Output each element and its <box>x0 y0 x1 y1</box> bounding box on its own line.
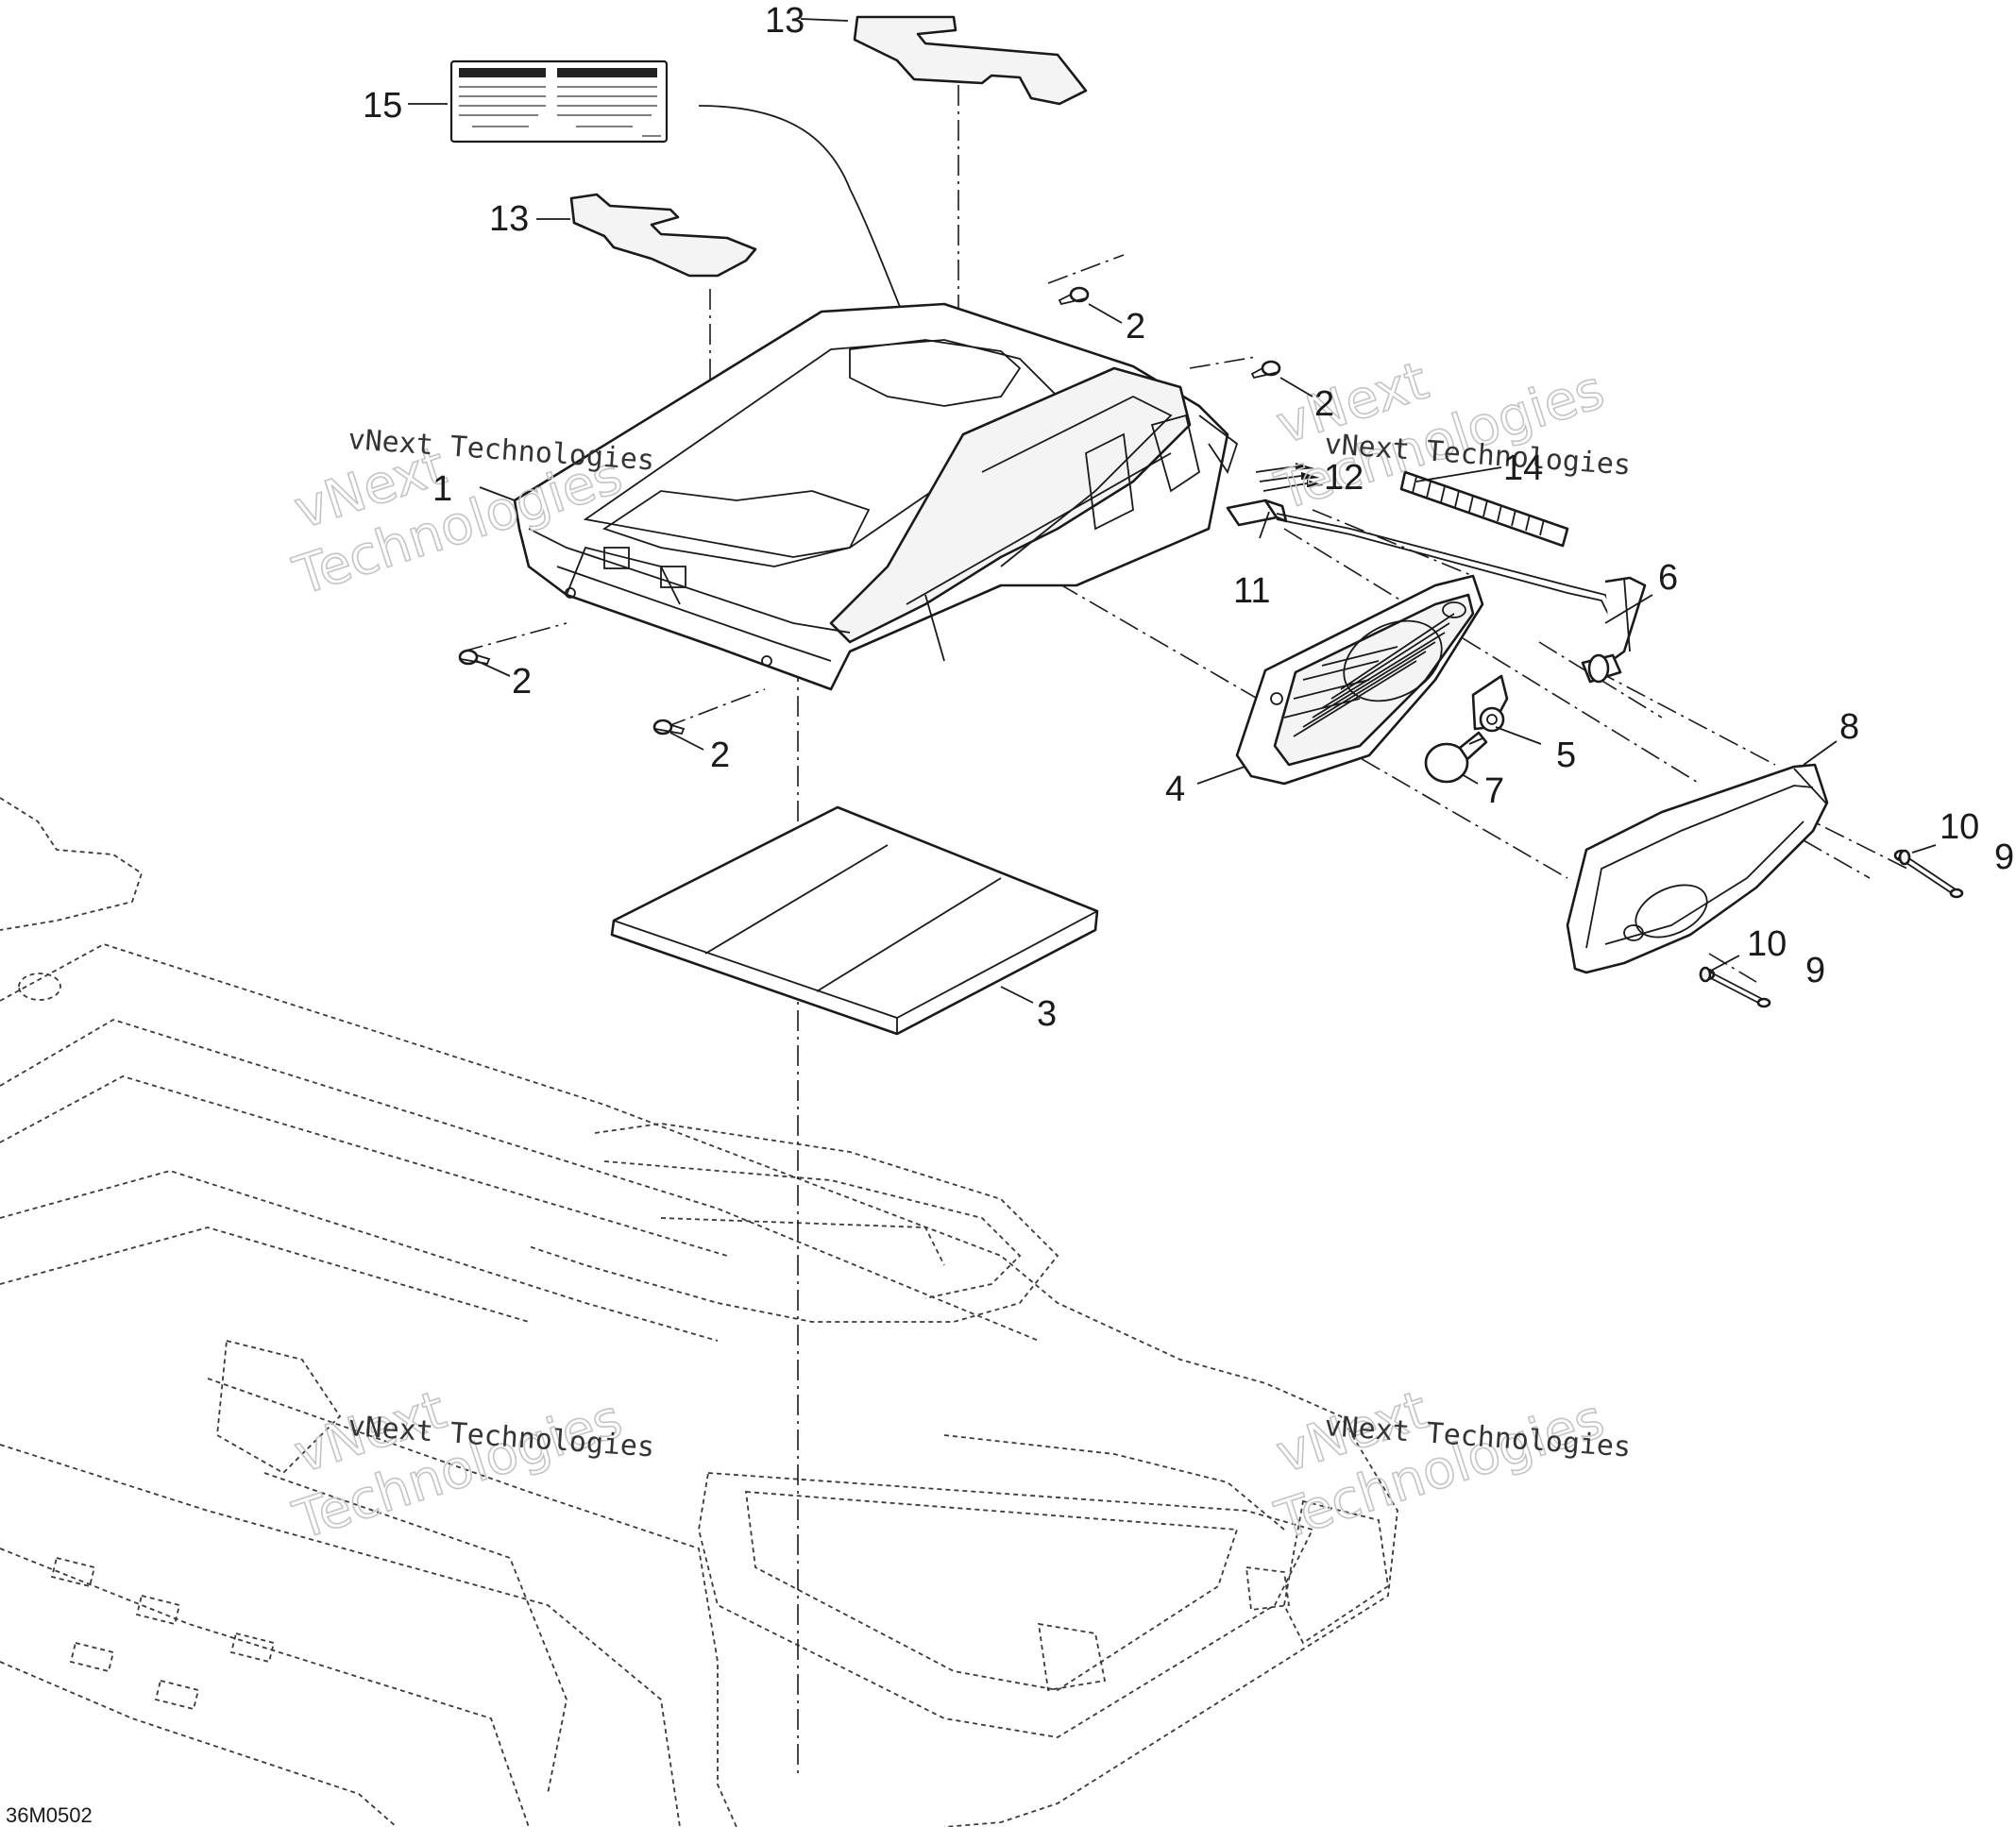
callout-3: 3 <box>1037 994 1057 1034</box>
callout-2-top-2: 2 <box>1314 384 1334 424</box>
callout-15: 15 <box>363 86 402 126</box>
warning-label-decal <box>449 59 669 144</box>
callout-10-upper: 10 <box>1940 807 1979 847</box>
callout-8: 8 <box>1839 707 1859 747</box>
light-wire-harness <box>1581 576 1647 684</box>
luggage-rack-body <box>513 302 1239 691</box>
lens-washer-upper <box>1898 849 1911 866</box>
callout-11: 11 <box>1233 571 1270 611</box>
callout-6: 6 <box>1658 558 1678 598</box>
callout-leaders <box>408 18 1937 1004</box>
screw-set <box>458 286 1281 736</box>
callout-4: 4 <box>1165 770 1185 809</box>
diagram-reference-code: 36M0502 <box>6 1803 93 1827</box>
anti-slip-pad-left <box>569 193 757 278</box>
anti-slip-pad-top <box>853 15 1088 106</box>
callout-2-top-1: 2 <box>1126 307 1145 347</box>
callout-13-top: 13 <box>765 1 805 41</box>
terminal-pins <box>1255 463 1324 492</box>
callout-7: 7 <box>1484 771 1504 811</box>
screw-left-2 <box>652 719 686 736</box>
callout-9-upper: 9 <box>1994 837 2014 877</box>
callout-13-left: 13 <box>489 199 529 239</box>
callout-5: 5 <box>1556 736 1576 775</box>
callout-labels: 13 15 13 2 2 1 12 14 11 6 2 2 8 5 4 7 10… <box>363 1 2014 1034</box>
screw-top-1 <box>1058 286 1090 306</box>
bulb-socket-clip <box>1471 674 1509 733</box>
callout-1: 1 <box>432 469 452 509</box>
light-bulb <box>1424 731 1488 784</box>
callout-10-lower: 10 <box>1747 924 1787 964</box>
screw-top-2 <box>1250 360 1281 380</box>
callout-12: 12 <box>1324 458 1364 498</box>
callout-2-left-2: 2 <box>710 736 730 775</box>
tail-light-housing <box>1235 574 1484 786</box>
chassis-frame-outline <box>0 797 1398 1827</box>
lens-washer-lower <box>1699 966 1712 983</box>
callout-2-left-1: 2 <box>512 662 532 702</box>
screw-left-1 <box>458 649 491 666</box>
callout-9-lower: 9 <box>1805 951 1825 990</box>
tail-light-lens <box>1566 763 1829 974</box>
callout-14: 14 <box>1503 448 1543 488</box>
foam-pad <box>610 805 1099 1036</box>
wire-sleeve-spring <box>1399 470 1569 548</box>
